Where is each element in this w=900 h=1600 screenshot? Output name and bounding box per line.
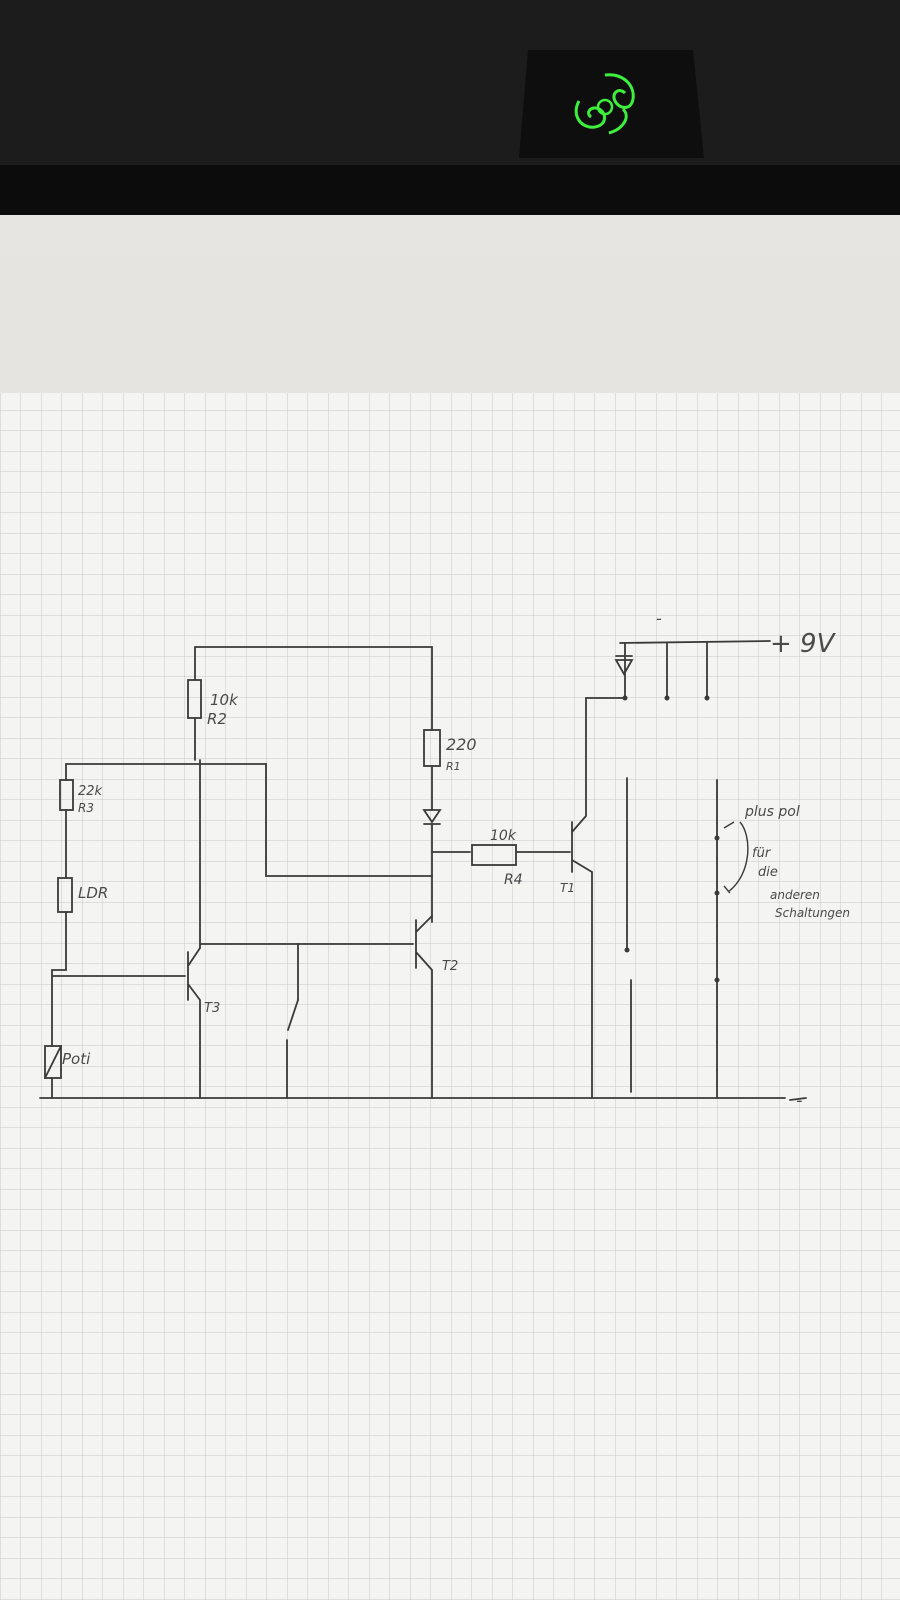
ldr-label: LDR (78, 884, 108, 902)
r3-name-label: R3 (78, 801, 94, 815)
transistor-t1 (571, 642, 626, 1099)
minus-top-label: - (656, 609, 662, 628)
junction-dots (622, 695, 720, 983)
plus-rail-wire (619, 640, 771, 644)
grid-paper (0, 393, 900, 1600)
note-line-5: Schaltungen (775, 906, 850, 920)
switch-symbol (286, 999, 299, 1099)
poti-label: Poti (62, 1050, 91, 1068)
r3-value-label: 22k (78, 784, 103, 799)
note-arrow (723, 821, 749, 894)
circuit-diagram (39, 640, 807, 1101)
note-line-1: plus pol (744, 804, 800, 820)
t2-label: T2 (442, 959, 458, 974)
r4-value-label: 10k (490, 828, 517, 844)
laptop-lid (0, 0, 900, 215)
resistor-r4 (471, 844, 517, 866)
minus-bottom-label: - (796, 1090, 803, 1111)
t1-label: T1 (560, 881, 575, 895)
t3-label: T3 (204, 1001, 220, 1016)
handwritten-labels: 10k R2 220 R1 22k R3 LDR Poti 10k R4 T1 … (62, 609, 850, 1111)
razer-logo-icon (574, 73, 635, 135)
plus-9v-label: + 9V (770, 629, 837, 659)
top-rail-wire (194, 646, 433, 731)
r1-name-label: R1 (446, 760, 461, 773)
poti-symbol (44, 1045, 62, 1079)
transistor-t2 (415, 915, 433, 1099)
ldr-symbol (57, 877, 73, 913)
r4-name-label: R4 (504, 872, 523, 888)
note-line-2: für (752, 846, 772, 861)
note-line-4: anderen (770, 888, 820, 902)
note-line-3: die (758, 865, 778, 880)
diode-symbol (614, 655, 634, 676)
r1-value-label: 220 (446, 735, 477, 754)
transistor-t3 (187, 947, 201, 1099)
r2-name-label: R2 (207, 710, 227, 728)
r2-value-label: 10k (210, 691, 239, 709)
